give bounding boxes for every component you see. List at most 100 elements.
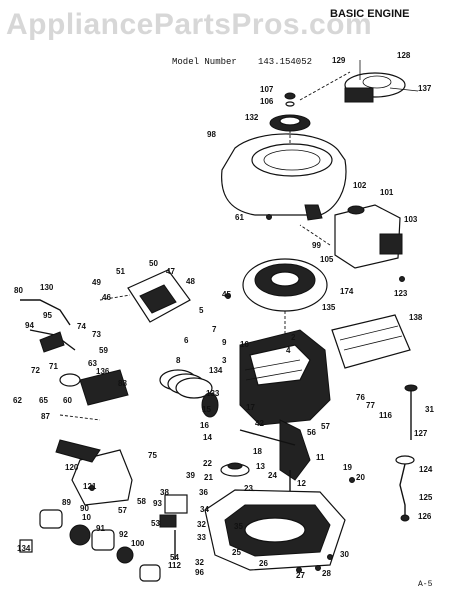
part-label-124: 124 — [419, 465, 433, 474]
part-label-23: 23 — [244, 484, 253, 493]
part-label-13: 13 — [256, 462, 265, 471]
part-label-28: 28 — [322, 569, 331, 578]
part-label-50: 50 — [149, 259, 158, 268]
part-label-87: 87 — [41, 412, 50, 421]
part-label-101: 101 — [380, 188, 394, 197]
part-label-128: 128 — [397, 51, 411, 60]
part-label-35: 35 — [234, 522, 243, 531]
diagram-title: BASIC ENGINE — [330, 8, 410, 20]
part-label-134: 134 — [209, 366, 223, 375]
part-label-77: 77 — [366, 401, 375, 410]
part-label-127: 127 — [414, 429, 428, 438]
part-label-72: 72 — [31, 366, 40, 375]
part-number-labels: 1281291371071061329810210110361991055051… — [13, 51, 434, 580]
part-label-25: 25 — [232, 548, 241, 557]
blower-housing-drawing — [221, 125, 347, 221]
part-label-61: 61 — [235, 213, 244, 222]
part-label-19: 19 — [343, 463, 352, 472]
part-label-45: 45 — [222, 290, 231, 299]
part-label-92: 92 — [119, 530, 128, 539]
part-label-56: 56 — [307, 428, 316, 437]
part-label-7: 7 — [212, 325, 217, 334]
part-label-126: 126 — [418, 512, 432, 521]
part-label-10: 10 — [82, 513, 91, 522]
part-label-96: 96 — [195, 568, 204, 577]
part-label-120: 120 — [65, 463, 79, 472]
part-label-32: 32 — [197, 520, 206, 529]
part-label-89: 89 — [62, 498, 71, 507]
part-label-121: 121 — [83, 482, 97, 491]
muffler-drawing — [55, 439, 133, 506]
starter-pulley-drawing — [269, 71, 351, 132]
part-label-80: 80 — [14, 286, 23, 295]
piston-rings-drawing — [159, 369, 219, 418]
crankcase-base-drawing — [204, 489, 346, 571]
part-label-10: 10 — [240, 340, 249, 349]
part-label-26: 26 — [259, 559, 268, 568]
part-label-123: 123 — [394, 289, 408, 298]
part-label-36: 36 — [199, 488, 208, 497]
part-label-136: 136 — [96, 367, 110, 376]
part-label-12: 12 — [297, 479, 306, 488]
part-label-133: 133 — [206, 389, 220, 398]
part-label-103: 103 — [404, 215, 418, 224]
model-number-value: 143.154052 — [258, 57, 313, 67]
part-label-132: 132 — [245, 113, 259, 122]
cylinder-head-drawing — [99, 269, 191, 323]
filter-cartridge-drawing — [19, 509, 161, 582]
dipstick-tube-drawing — [395, 384, 418, 522]
part-label-63: 63 — [88, 359, 97, 368]
part-label-48: 48 — [186, 277, 195, 286]
part-label-54: 54 — [170, 553, 179, 562]
part-label-102: 102 — [353, 181, 367, 190]
model-number-label: Model Number — [172, 57, 237, 67]
part-label-75: 75 — [148, 451, 157, 460]
part-label-60: 60 — [63, 396, 72, 405]
part-label-58: 58 — [137, 497, 146, 506]
part-label-116: 116 — [379, 411, 392, 420]
part-label-15: 15 — [202, 405, 211, 414]
part-label-30: 30 — [340, 550, 349, 559]
part-label-137: 137 — [418, 84, 432, 93]
part-label-95: 95 — [43, 311, 52, 320]
part-label-46: 46 — [102, 293, 111, 302]
part-label-73: 73 — [92, 330, 101, 339]
part-label-99: 99 — [312, 241, 321, 250]
part-label-39: 39 — [186, 471, 195, 480]
engine-block-drawing — [239, 329, 331, 426]
part-label-16: 16 — [200, 421, 209, 430]
part-label-4: 4 — [286, 346, 291, 355]
part-label-6: 6 — [184, 336, 189, 345]
part-label-53: 53 — [151, 519, 160, 528]
part-label-125: 125 — [419, 493, 433, 502]
part-label-71: 71 — [49, 362, 58, 371]
flywheel-drawing — [242, 258, 328, 335]
part-label-65: 65 — [39, 396, 48, 405]
linkage-drawing — [20, 299, 76, 353]
part-label-105: 105 — [320, 255, 334, 264]
page-identifier: A-5 — [418, 580, 433, 589]
part-label-18: 18 — [253, 447, 262, 456]
watermark-text: AppliancePartsPros.com — [6, 8, 373, 41]
part-label-112: 112 — [168, 561, 181, 570]
part-label-3: 3 — [222, 356, 227, 365]
rotating-screen-drawing — [344, 60, 419, 103]
part-label-5: 5 — [199, 306, 204, 315]
part-label-88: 88 — [118, 379, 127, 388]
part-label-94: 94 — [25, 321, 34, 330]
part-label-38: 38 — [160, 488, 169, 497]
part-label-8: 8 — [176, 356, 181, 365]
part-label-27: 27 — [296, 571, 305, 580]
part-label-33: 33 — [197, 533, 206, 542]
cam-gear-drawing — [220, 462, 250, 477]
part-label-32: 32 — [195, 558, 204, 567]
part-label-24: 24 — [268, 471, 277, 480]
part-label-98: 98 — [207, 130, 216, 139]
part-label-130: 130 — [40, 283, 54, 292]
hardware-bolts-drawing — [89, 214, 405, 573]
part-label-22: 22 — [203, 459, 212, 468]
part-label-62: 62 — [13, 396, 22, 405]
fuel-pump-drawing — [159, 494, 188, 560]
